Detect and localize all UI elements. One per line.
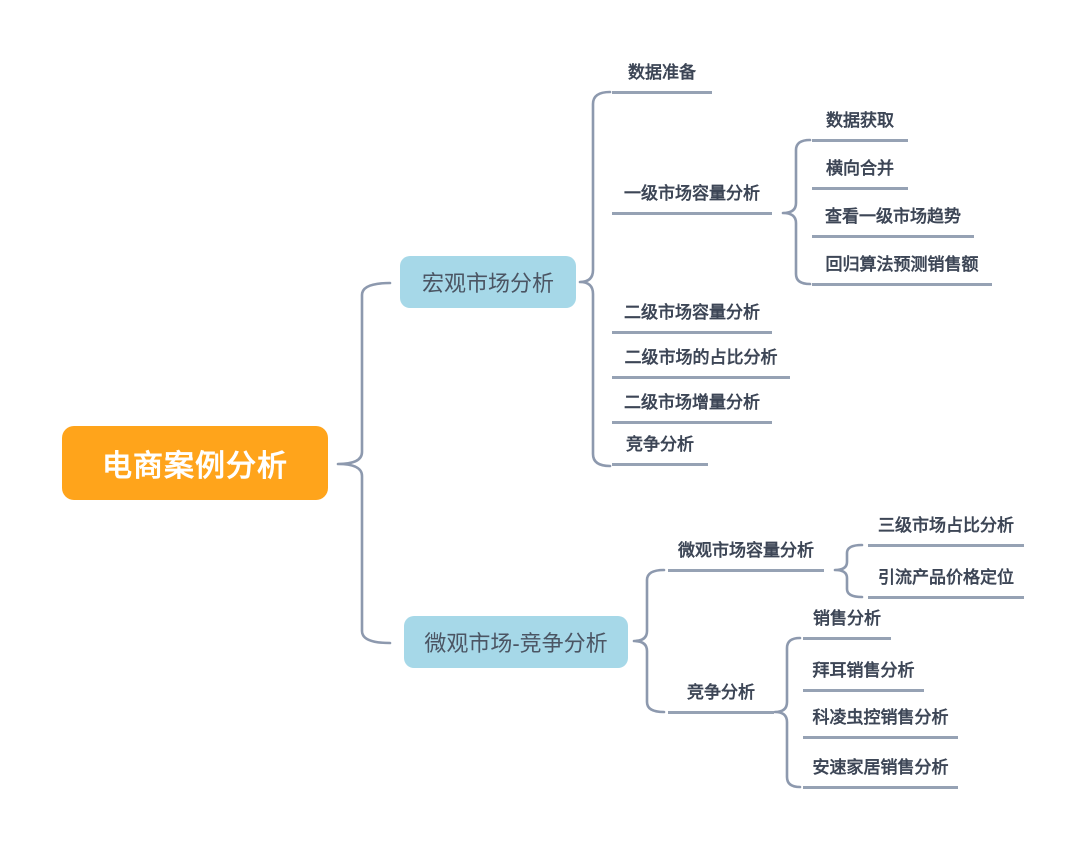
leaf-primary-market-capacity[interactable]: 一级市场容量分析: [612, 183, 772, 215]
brace-macro-children: [578, 90, 612, 468]
branch-micro-market[interactable]: 微观市场-竞争分析: [404, 616, 628, 668]
leaf-micro-market-capacity[interactable]: 微观市场容量分析: [668, 540, 824, 572]
leaf-bayer-sales[interactable]: 拜耳销售分析: [803, 660, 924, 692]
leaf-secondary-market-share[interactable]: 二级市场的占比分析: [612, 347, 790, 379]
leaf-data-acquisition[interactable]: 数据获取: [812, 110, 908, 142]
leaf-traffic-product-pricing[interactable]: 引流产品价格定位: [868, 567, 1024, 599]
brace-micro-capacity-children: [833, 543, 864, 599]
leaf-sales-analysis[interactable]: 销售分析: [803, 608, 891, 640]
root-node[interactable]: 电商案例分析: [62, 426, 328, 500]
branch-macro-market[interactable]: 宏观市场分析: [400, 256, 576, 308]
leaf-secondary-market-increment[interactable]: 二级市场增量分析: [612, 392, 772, 424]
brace-micro-children: [632, 568, 666, 714]
brace-competition-children: [773, 636, 802, 789]
leaf-data-preparation[interactable]: 数据准备: [612, 62, 712, 94]
leaf-regression-sales-forecast[interactable]: 回归算法预测销售额: [812, 254, 992, 286]
brace-root: [336, 281, 392, 645]
leaf-secondary-market-capacity[interactable]: 二级市场容量分析: [612, 302, 772, 334]
leaf-primary-market-trend[interactable]: 查看一级市场趋势: [812, 206, 974, 238]
leaf-tertiary-market-share[interactable]: 三级市场占比分析: [868, 515, 1024, 547]
brace-primary-market-children: [781, 138, 812, 286]
leaf-competition-analysis-micro[interactable]: 竞争分析: [668, 682, 774, 714]
leaf-ansu-home-sales[interactable]: 安速家居销售分析: [803, 757, 958, 789]
leaf-keling-pest-control-sales[interactable]: 科凌虫控销售分析: [803, 707, 958, 739]
leaf-competition-analysis-macro[interactable]: 竞争分析: [612, 434, 708, 466]
leaf-horizontal-merge[interactable]: 横向合并: [812, 158, 908, 190]
